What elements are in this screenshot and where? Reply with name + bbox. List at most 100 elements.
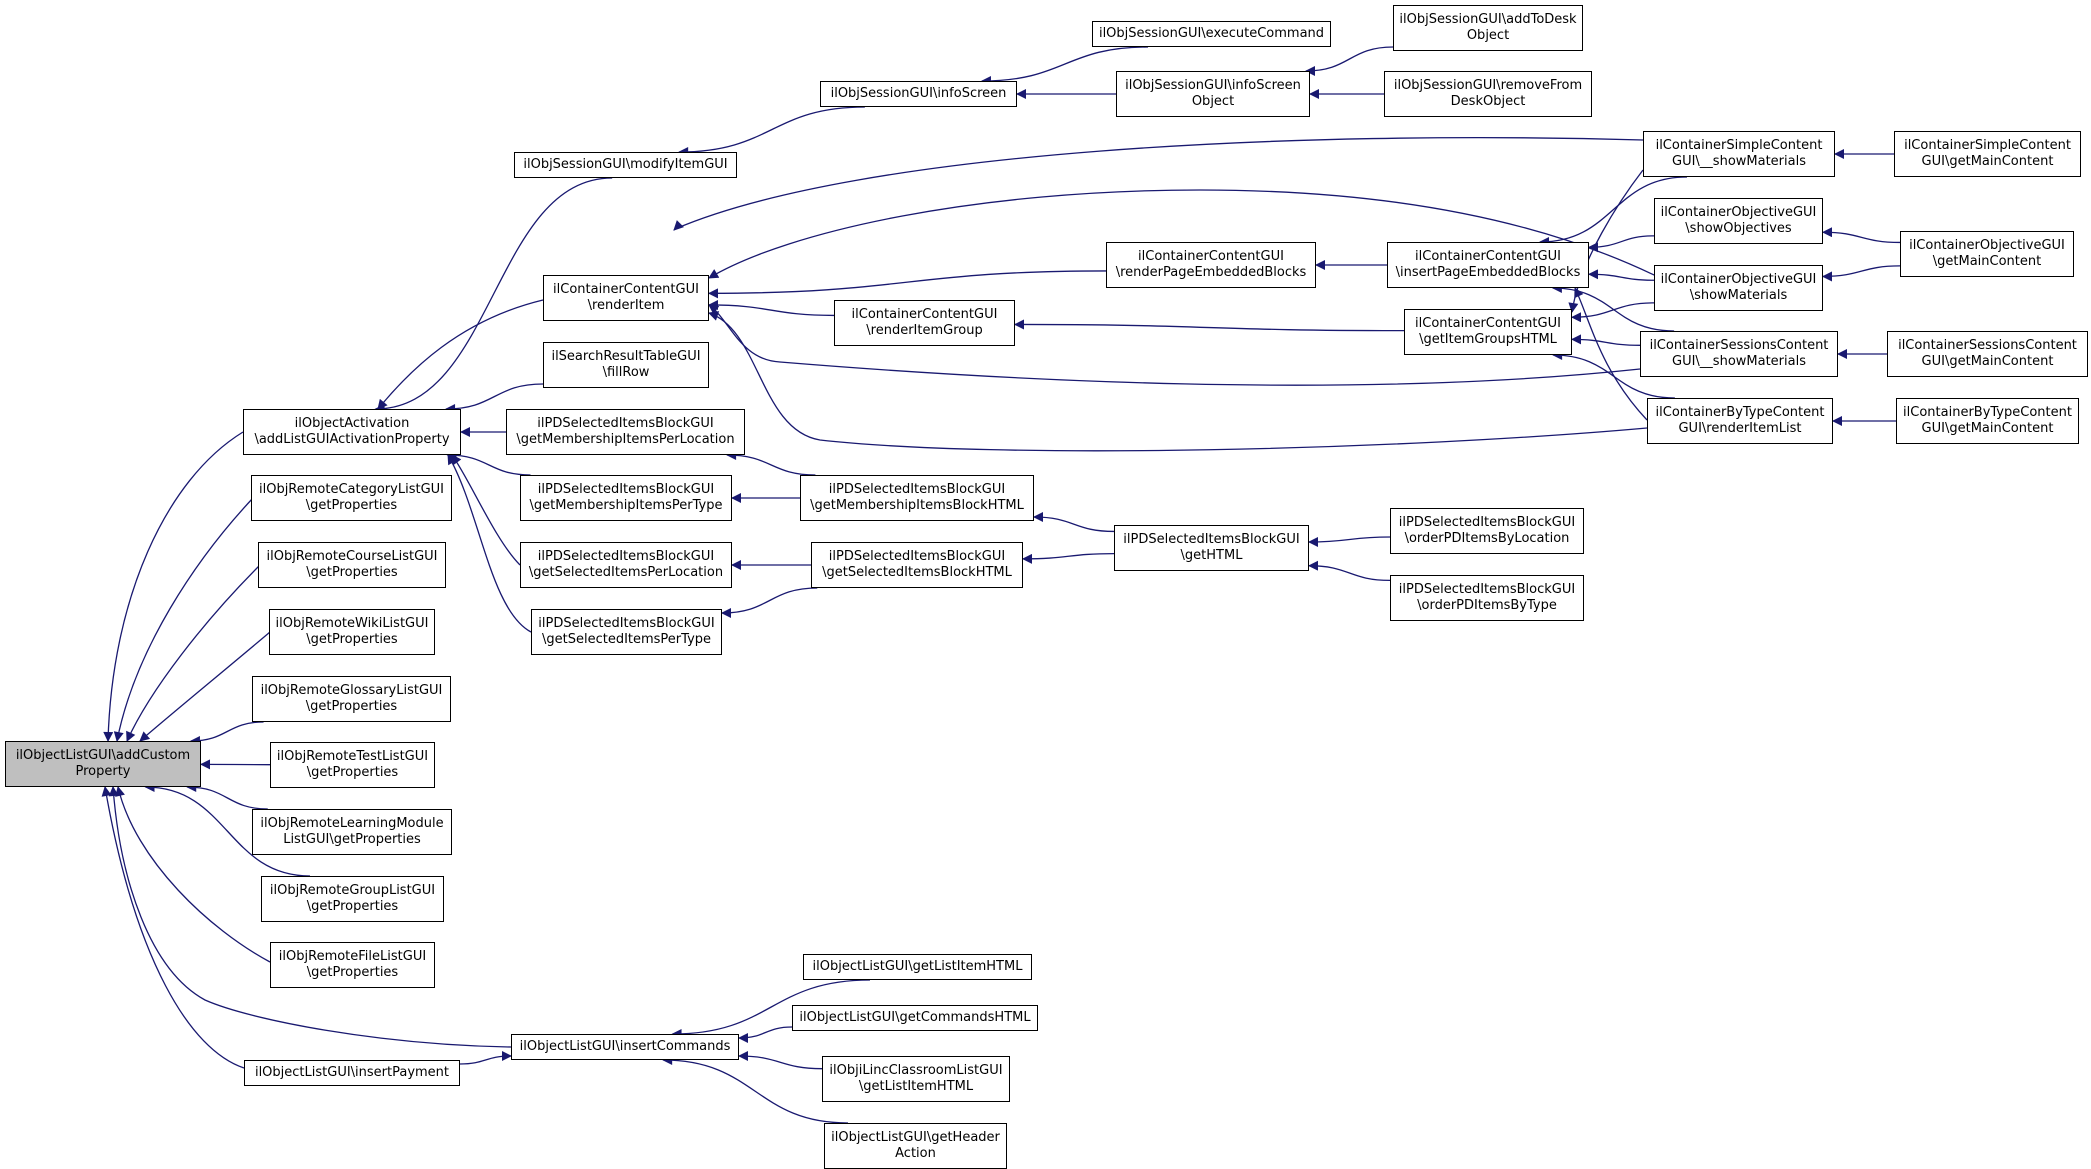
node-label-line: GUI\__showMaterials bbox=[1672, 354, 1806, 369]
node-ipeb[interactable]: ilContainerContentGUI\insertPageEmbedded… bbox=[1387, 242, 1589, 288]
node-label-line: ilObjectActivation bbox=[294, 416, 410, 431]
edge-ri-to-oa bbox=[377, 299, 544, 410]
node-rglo[interactable]: ilObjRemoteGlossaryListGUI\getProperties bbox=[252, 676, 451, 722]
node-smi[interactable]: ilObjSessionGUI\modifyItemGUI bbox=[514, 152, 737, 178]
node-label-line: ilObjRemoteCourseListGUI bbox=[266, 549, 438, 564]
node-cosm[interactable]: ilContainerObjectiveGUI\showMaterials bbox=[1654, 265, 1823, 311]
node-label-line: \getProperties bbox=[306, 899, 399, 914]
node-label-line: ilObjRemoteGroupListGUI bbox=[269, 883, 436, 898]
edge-rcat-to-root bbox=[113, 497, 254, 742]
node-label-line: ilContainerSessionsContent bbox=[1649, 338, 1829, 353]
node-label-line: ilObjectListGUI\getListItemHTML bbox=[812, 959, 1023, 974]
node-ic[interactable]: ilObjectListGUI\insertCommands bbox=[511, 1034, 739, 1060]
node-ri[interactable]: ilContainerContentGUI\renderItem bbox=[543, 275, 709, 321]
node-label-line: Property bbox=[75, 764, 131, 779]
edge-cosm-to-gigh bbox=[1571, 302, 1655, 323]
node-label-line: ilContainerContentGUI bbox=[553, 282, 699, 297]
node-rfile[interactable]: ilObjRemoteFileListGUI\getProperties bbox=[270, 942, 435, 988]
edge-psloc-to-oa bbox=[451, 454, 521, 566]
node-rwiki[interactable]: ilObjRemoteWikiListGUI\getProperties bbox=[269, 609, 435, 655]
node-pmloc[interactable]: ilPDSelectedItemsBlockGUI\getMembershipI… bbox=[506, 409, 745, 455]
node-label-line: ilContainerSimpleContent bbox=[1904, 138, 2071, 153]
node-label-line: ilPDSelectedItemsBlockGUI bbox=[538, 616, 715, 631]
node-sis[interactable]: ilObjSessionGUI\infoScreen bbox=[820, 81, 1017, 107]
node-glih[interactable]: ilObjectListGUI\getListItemHTML bbox=[803, 954, 1032, 980]
edge-smi-to-oa bbox=[374, 177, 613, 414]
node-label-line: \getSelectedItemsPerType bbox=[541, 632, 712, 647]
node-rtst[interactable]: ilObjRemoteTestListGUI\getProperties bbox=[270, 742, 435, 788]
edge-csm-to-ri bbox=[673, 136, 1644, 231]
node-label-line: ilContainerSimpleContent bbox=[1655, 138, 1823, 153]
node-rpeb[interactable]: ilContainerContentGUI\renderPageEmbedded… bbox=[1106, 242, 1316, 288]
node-pgh[interactable]: ilPDSelectedItemsBlockGUI\getHTML bbox=[1114, 525, 1309, 571]
edge-comain-to-cosm bbox=[1822, 265, 1901, 282]
node-cso[interactable]: ilContainerObjectiveGUI\showObjectives bbox=[1654, 198, 1823, 244]
node-label-line: \getProperties bbox=[305, 699, 398, 714]
node-label-line: \getProperties bbox=[306, 632, 398, 647]
node-pmtype[interactable]: ilPDSelectedItemsBlockGUI\getMembershipI… bbox=[520, 475, 732, 521]
node-pgsb[interactable]: ilPDSelectedItemsBlockGUI\getSelectedIte… bbox=[811, 542, 1023, 588]
node-label-line: ilContainerSessionsContent bbox=[1898, 338, 2077, 353]
node-rcrs[interactable]: ilObjRemoteCourseListGUI\getProperties bbox=[258, 542, 446, 588]
node-label-line: ilContainerContentGUI bbox=[851, 307, 998, 322]
node-label-line: ilObjSessionGUI\removeFrom bbox=[1393, 78, 1583, 93]
edge-gigh-to-rig bbox=[1014, 319, 1405, 332]
node-label-line: ilObjectListGUI\addCustom bbox=[15, 748, 191, 763]
node-label-line: \getMembershipItemsPerLocation bbox=[516, 432, 735, 447]
node-label-line: \renderPageEmbeddedBlocks bbox=[1115, 265, 1307, 280]
edge-rglo-to-root bbox=[189, 721, 264, 746]
node-label-line: ilObjectListGUI\getHeader bbox=[831, 1130, 1000, 1145]
node-ilinc[interactable]: ilObjiLincClassroomListGUI\getListItemHT… bbox=[822, 1056, 1010, 1102]
node-gch[interactable]: ilObjectListGUI\getCommandsHTML bbox=[792, 1005, 1038, 1031]
edge-pgmb-to-pmloc bbox=[726, 450, 816, 476]
edge-cssm-to-gigh bbox=[1571, 334, 1641, 346]
node-label-line: \getHTML bbox=[1180, 548, 1243, 563]
node-label-line: ilPDSelectedItemsBlockGUI bbox=[1123, 532, 1300, 547]
node-potype[interactable]: ilPDSelectedItemsBlockGUI\orderPDItemsBy… bbox=[1390, 575, 1584, 621]
node-label-line: ilContainerByTypeContent bbox=[1903, 405, 2072, 420]
node-label-line: ilContainerContentGUI bbox=[1415, 249, 1561, 264]
node-label-line: \renderItemGroup bbox=[866, 323, 983, 338]
node-label-line: \getItemGroupsHTML bbox=[1419, 332, 1557, 347]
node-sexec[interactable]: ilObjSessionGUI\executeCommand bbox=[1092, 21, 1331, 47]
edge-csm-to-gigh bbox=[1568, 169, 1644, 313]
node-label-line: ilObjectListGUI\getCommandsHTML bbox=[799, 1010, 1031, 1025]
node-label-line: ilPDSelectedItemsBlockGUI bbox=[537, 482, 715, 497]
node-pgmb[interactable]: ilPDSelectedItemsBlockGUI\getMembershipI… bbox=[800, 475, 1034, 521]
node-label-line: ilObjRemoteGlossaryListGUI bbox=[260, 683, 443, 698]
node-gigh[interactable]: ilContainerContentGUI\getItemGroupsHTML bbox=[1404, 309, 1572, 355]
node-rig[interactable]: ilContainerContentGUI\renderItemGroup bbox=[834, 300, 1015, 346]
edge-ic-to-root bbox=[108, 786, 512, 1048]
edge-rgrp-to-root bbox=[144, 782, 310, 877]
node-label-line: ilSearchResultTableGUI bbox=[551, 349, 701, 364]
node-comain[interactable]: ilContainerObjectiveGUI\getMainContent bbox=[1900, 231, 2074, 277]
node-label-line: \getListItemHTML bbox=[858, 1079, 974, 1094]
node-label-line: GUI\getMainContent bbox=[1921, 154, 2054, 169]
node-rgrp[interactable]: ilObjRemoteGroupListGUI\getProperties bbox=[261, 876, 444, 922]
edge-cosm-to-ipeb bbox=[1588, 269, 1655, 281]
node-oa[interactable]: ilObjectActivation\addListGUIActivationP… bbox=[243, 409, 461, 455]
node-poloc[interactable]: ilPDSelectedItemsBlockGUI\orderPDItemsBy… bbox=[1390, 508, 1584, 554]
node-label-line: GUI\renderItemList bbox=[1678, 421, 1802, 436]
node-srt[interactable]: ilSearchResultTableGUI\fillRow bbox=[543, 342, 709, 388]
node-label-line: ilObjRemoteTestListGUI bbox=[276, 749, 429, 764]
node-pstype[interactable]: ilPDSelectedItemsBlockGUI\getSelectedIte… bbox=[531, 609, 722, 655]
node-psloc[interactable]: ilPDSelectedItemsBlockGUI\getSelectedIte… bbox=[520, 542, 732, 588]
node-rcat[interactable]: ilObjRemoteCategoryListGUI\getProperties bbox=[251, 475, 452, 521]
node-pay[interactable]: ilObjectListGUI\insertPayment bbox=[244, 1060, 460, 1086]
edge-comain-to-cso bbox=[1822, 227, 1901, 244]
node-label-line: Object bbox=[1466, 28, 1510, 43]
node-label-line: \showMaterials bbox=[1689, 288, 1788, 303]
